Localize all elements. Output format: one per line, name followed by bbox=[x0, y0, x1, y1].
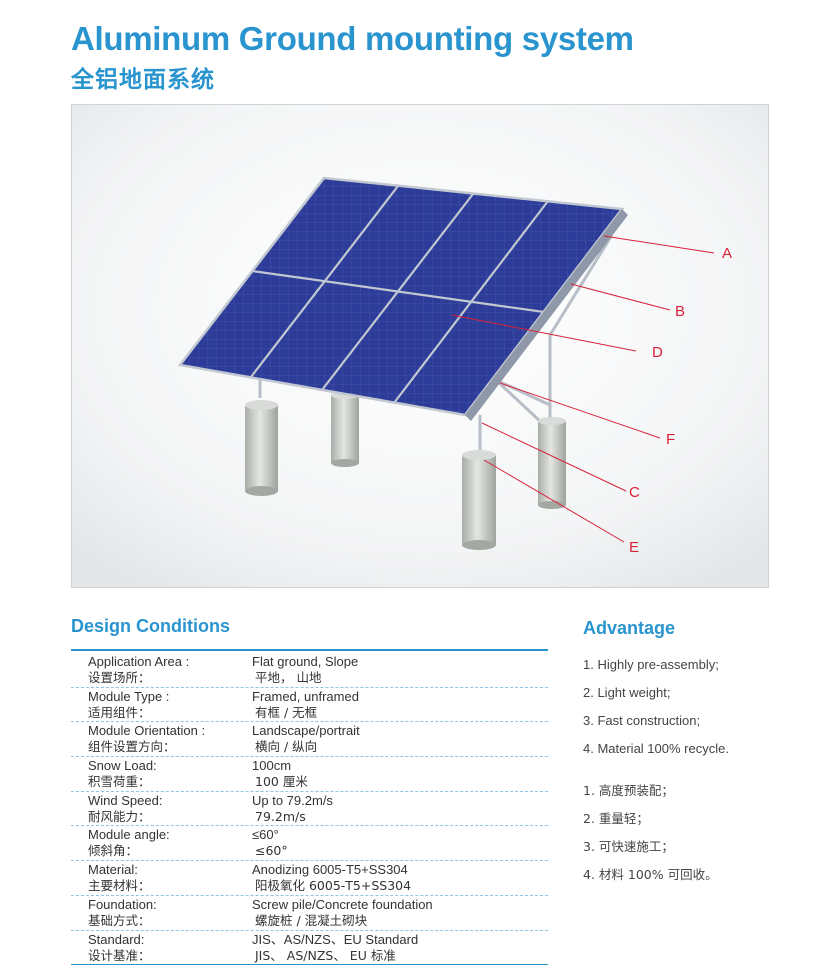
advantage-title: Advantage bbox=[583, 618, 676, 638]
spec-label-cn: 设计基准： bbox=[88, 947, 151, 963]
spec-label-cn: 适用组件： bbox=[88, 704, 151, 720]
spec-label-cn: 主要材料： bbox=[88, 878, 151, 894]
spec-value-en: ≤60° bbox=[252, 827, 279, 843]
spec-value-cn: 平地， 山地 bbox=[255, 670, 322, 685]
pile-front-right bbox=[462, 450, 496, 550]
callout-label-e: E bbox=[629, 539, 639, 556]
callout-label-c: C bbox=[629, 484, 640, 501]
advantage-list-en: 1. Highly pre-assembly; 2. Light weight; 3… bbox=[583, 656, 823, 768]
pile-front-left bbox=[245, 400, 278, 496]
spec-value-cn: 螺旋桩 / 混凝土砌块 bbox=[255, 912, 368, 928]
advantage-item-en: 4. Material 100% recycle. bbox=[583, 741, 729, 756]
spec-value-cn: 阳极氧化 6005-T5+SS304 bbox=[255, 878, 412, 894]
spec-label-cn: 耐风能力： bbox=[88, 808, 151, 824]
page-title: Aluminum Ground mounting system bbox=[71, 20, 634, 57]
table-row: Module angle:倾斜角： ≤60°≤60° bbox=[71, 826, 548, 862]
spec-value-en: JIS、AS/NZS、EU Standard bbox=[252, 931, 419, 947]
spec-rows: Application Area :设置场所： Flat ground, Slop… bbox=[71, 653, 548, 966]
advantage-item-cn: 2. 重量轻； bbox=[583, 811, 649, 826]
page-subtitle-cn: 全铝地面系统 bbox=[71, 67, 215, 93]
spec-value-en: Flat ground, Slope bbox=[252, 654, 359, 669]
pile-back-left bbox=[331, 391, 359, 467]
table-row: Module Orientation :组件设置方向： Landscape/por… bbox=[71, 722, 548, 758]
design-conditions-title: Design Conditions bbox=[71, 616, 230, 636]
spec-label-en: Module Orientation : bbox=[88, 723, 206, 739]
spec-label-en: Module Type : bbox=[88, 688, 170, 704]
pile-back-right bbox=[538, 417, 566, 509]
advantage-item-cn: 4. 材料 100% 可回收。 bbox=[583, 867, 718, 882]
spec-label-en: Standard: bbox=[88, 931, 145, 947]
advantage-item-cn: 1. 高度预装配； bbox=[583, 783, 674, 798]
concrete-piles bbox=[245, 391, 566, 550]
spec-value-en: Framed, unframed bbox=[252, 688, 359, 704]
spec-label-cn: 基础方式： bbox=[88, 912, 151, 928]
spec-value-cn: 横向 / 纵向 bbox=[255, 739, 318, 755]
callout-label-d: D bbox=[652, 344, 663, 361]
spec-value-cn: 79.2m/s bbox=[255, 808, 306, 824]
spec-label-cn: 倾斜角： bbox=[88, 843, 139, 859]
spec-label-cn: 设置场所： bbox=[88, 670, 151, 685]
spec-value-cn: 100 厘米 bbox=[255, 774, 308, 790]
design-conditions-table: Application Area :设置场所： Flat ground, Slop… bbox=[71, 649, 548, 966]
advantage-list-cn: 1. 高度预装配； 2. 重量轻； 3. 可快速施工； 4. 材料 100% 可回收。 bbox=[583, 782, 823, 894]
solar-panel-array bbox=[177, 176, 628, 421]
spec-value-en: Landscape/portrait bbox=[252, 723, 360, 739]
advantage-item-cn: 3. 可快速施工； bbox=[583, 839, 674, 854]
spec-value-cn: ≤60° bbox=[255, 843, 288, 859]
spec-value-en: Screw pile/Concrete foundation bbox=[252, 896, 433, 912]
advantage-item-en: 3. Fast construction; bbox=[583, 713, 701, 728]
spec-value-cn: 有框 / 无框 bbox=[255, 704, 318, 720]
spec-value-en: Up to 79.2m/s bbox=[252, 792, 333, 808]
advantage-item-en: 2. Light weight; bbox=[583, 685, 671, 700]
spec-label-cn: 积雪荷重： bbox=[88, 774, 151, 790]
callout-label-f: F bbox=[666, 431, 675, 448]
table-row: Foundation:基础方式： Screw pile/Concrete foun… bbox=[71, 896, 548, 931]
spec-value-cn: JIS、 AS/NZS、 EU 标准 bbox=[255, 947, 396, 963]
product-illustration: A B D F C E bbox=[71, 104, 769, 588]
spec-label-en: Snow Load: bbox=[88, 758, 157, 774]
spec-label-en: Wind Speed: bbox=[88, 792, 163, 808]
callout-lines bbox=[451, 235, 715, 543]
spec-value-en: 100cm bbox=[252, 758, 292, 774]
table-top-rule bbox=[71, 649, 548, 651]
spec-label-en: Application Area : bbox=[88, 654, 190, 669]
advantage-item-en: 1. Highly pre-assembly; bbox=[583, 657, 719, 672]
callout-label-a: A bbox=[722, 245, 732, 262]
ground-mount-diagram: A B D F C E bbox=[72, 105, 768, 587]
spec-label-cn: 组件设置方向： bbox=[88, 739, 176, 755]
spec-value-en: Anodizing 6005-T5+SS304 bbox=[252, 862, 408, 878]
spec-label-en: Foundation: bbox=[88, 896, 157, 912]
callout-label-b: B bbox=[675, 303, 685, 320]
spec-label-en: Material: bbox=[88, 862, 138, 878]
spec-label-en: Module angle: bbox=[88, 827, 170, 843]
table-row: Application Area :设置场所： Flat ground, Slop… bbox=[71, 653, 548, 688]
